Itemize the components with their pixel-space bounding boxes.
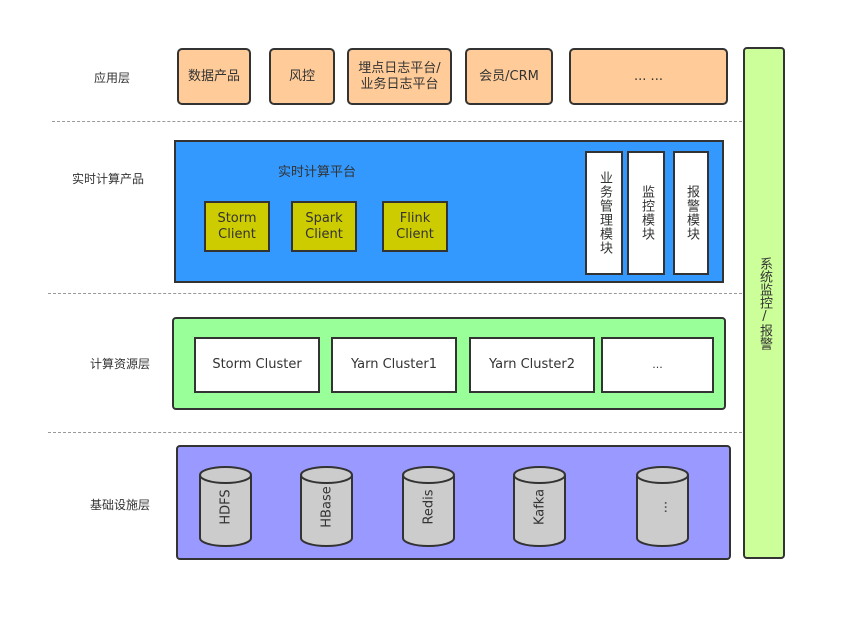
app-item-log-platform: 埋点日志平台/ 业务日志平台 (347, 48, 452, 105)
layer-label-application: 应用层 (93, 71, 130, 85)
storage-label: Redis (421, 488, 436, 525)
storage-kafka: Kafka (512, 465, 567, 548)
cluster-more: ... (601, 337, 714, 393)
storage-label: ... (655, 500, 670, 513)
business-management-module: 业务管理模块 (585, 151, 623, 275)
storage-label: Kafka (532, 488, 547, 525)
storage-label: HBase (319, 485, 334, 528)
realtime-platform-title: 实时计算平台 (278, 165, 357, 180)
storage-hbase: HBase (299, 465, 354, 548)
app-item-data-product: 数据产品 (177, 48, 251, 105)
app-item-more: ... ... (569, 48, 728, 105)
monitoring-module: 监控模块 (627, 151, 665, 275)
app-item-member-crm: 会员/CRM (465, 48, 553, 105)
cylinder-icon (402, 466, 455, 547)
storm-cluster: Storm Cluster (194, 337, 320, 393)
cylinder-icon (636, 466, 689, 547)
system-monitor-panel: 系统监控/报警 (743, 47, 785, 559)
storage-hdfs: HDFS (198, 465, 253, 548)
cylinder-icon (199, 466, 252, 547)
realtime-platform-panel: 实时计算平台 Storm Client Spark Client Flink C… (174, 140, 724, 283)
layer-label-compute-resource: 计算资源层 (89, 357, 150, 371)
infrastructure-panel: HDFS HBase Redis Kafka ... (176, 445, 731, 560)
alerting-module: 报警模块 (673, 151, 709, 275)
yarn-cluster-1: Yarn Cluster1 (331, 337, 457, 393)
compute-resource-panel: Storm Cluster Yarn Cluster1 Yarn Cluster… (172, 317, 726, 410)
storage-label: HDFS (218, 488, 233, 525)
spark-client: Spark Client (291, 201, 357, 252)
storage-redis: Redis (401, 465, 456, 548)
storm-client: Storm Client (204, 201, 270, 252)
system-monitor-label: 系统监控/报警 (757, 256, 772, 350)
cylinder-icon (300, 466, 353, 547)
yarn-cluster-2: Yarn Cluster2 (469, 337, 595, 393)
layer-divider (48, 432, 742, 433)
layer-divider (48, 293, 742, 294)
layer-label-infrastructure: 基础设施层 (89, 498, 150, 512)
flink-client: Flink Client (382, 201, 448, 252)
app-item-risk-control: 风控 (269, 48, 335, 105)
cylinder-icon (513, 466, 566, 547)
layer-label-realtime-product: 实时计算产品 (71, 172, 144, 186)
layer-divider (52, 121, 742, 122)
storage-more: ... (635, 465, 690, 548)
